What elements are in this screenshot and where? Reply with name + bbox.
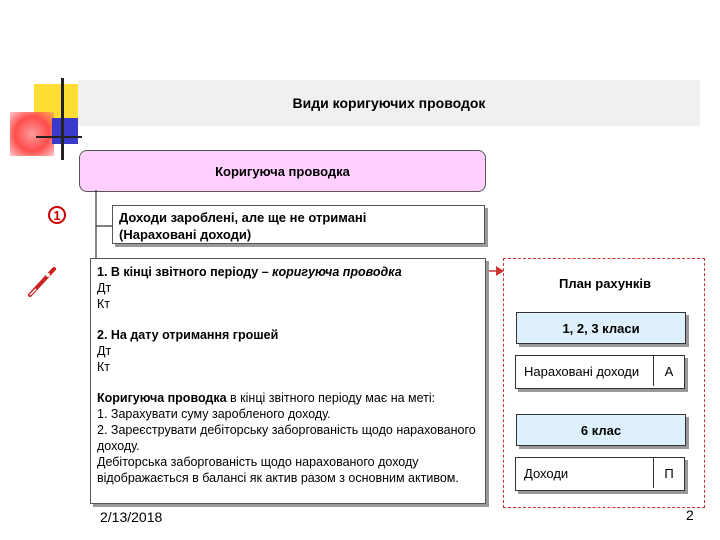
slide-title: Види коригуючих проводок (78, 80, 700, 126)
account1-name: Нараховані доходи (524, 364, 640, 379)
item2: 2. На дату отримання грошей (97, 328, 279, 342)
pen-icon (22, 262, 62, 302)
circled-number-one-icon: 1 (48, 206, 66, 224)
main-text-box: 1. В кінці звітного періоду – коригуюча … (90, 258, 486, 504)
item1: 1. В кінці звітного періоду – коригуюча … (97, 264, 479, 280)
footer-date: 2/13/2018 (100, 509, 163, 525)
class-6-box: 6 клас (516, 414, 686, 446)
chart-of-accounts-panel (503, 258, 705, 508)
accrued-income-line1: Доходи зароблені, але ще не отримані (119, 210, 367, 225)
kt2: Кт (97, 360, 111, 374)
account2-name: Доходи (524, 466, 569, 481)
page-number: 2 (686, 507, 694, 523)
decor-blue-square (52, 118, 78, 144)
plan-label: План рахунків (558, 276, 652, 291)
kt1: Кт (97, 297, 111, 311)
accrued-income-box: Доходи зароблені, але ще не отримані (На… (112, 205, 485, 244)
item1-prefix: 1. В кінці звітного періоду – (97, 265, 273, 279)
classes-123-box: 1, 2, 3 класи (516, 312, 686, 344)
income-account: Доходи П (515, 457, 685, 491)
dt1: Дт (97, 281, 112, 295)
account2-badge: П (653, 458, 684, 488)
accrued-income-line2: (Нараховані доходи) (119, 227, 252, 242)
purpose: Коригуюча проводка в кінці звітного пері… (97, 390, 479, 406)
goal1: 1. Зарахувати суму заробленого доходу. (97, 407, 331, 421)
decor-red-square (10, 112, 54, 156)
item1-italic: коригуюча проводка (272, 265, 402, 279)
accrued-income-account: Нараховані доходи А (515, 355, 685, 389)
purpose-rest: в кінці звітного періоду має на меті: (226, 391, 436, 405)
adjusting-entry-box: Коригуюча проводка (79, 150, 486, 192)
dt2: Дт (97, 344, 112, 358)
purpose-bold: Коригуюча проводка (97, 391, 227, 405)
note: Дебіторська заборгованість щодо нарахова… (97, 455, 459, 485)
decor-vertical-line (61, 78, 64, 160)
account1-badge: А (653, 356, 684, 386)
decor-horizontal-line (36, 136, 82, 138)
goal2: 2. Зареєструвати дебіторську заборговані… (97, 423, 476, 453)
